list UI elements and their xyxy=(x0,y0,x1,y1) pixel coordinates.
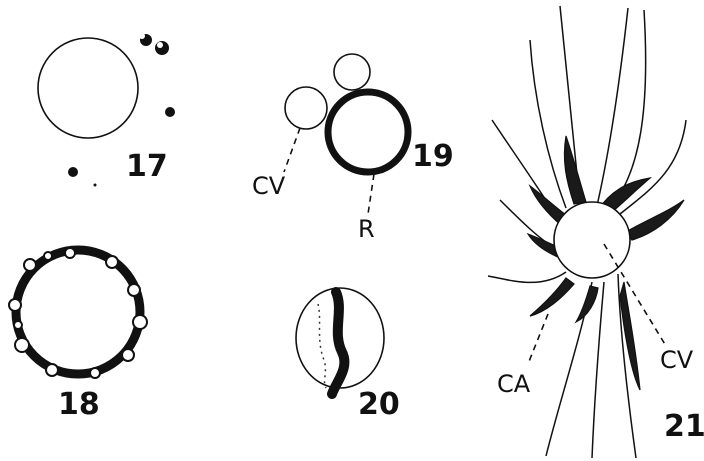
figure-20: 20 xyxy=(296,288,400,422)
figure-19-number: 19 xyxy=(412,139,454,174)
figure-17: 17 xyxy=(38,33,175,187)
label-cv: CV xyxy=(252,172,286,200)
r-pointer xyxy=(368,174,374,214)
ca-pointer xyxy=(528,314,548,364)
figure-19: CV R 19 xyxy=(252,54,454,243)
figure-18: 18 xyxy=(9,248,147,422)
figure-17-number: 17 xyxy=(126,149,168,184)
label-r: R xyxy=(358,215,375,243)
figure-21: CA CV 21 xyxy=(488,6,704,458)
cv-pointer xyxy=(284,128,300,172)
granular-band xyxy=(332,292,344,394)
small-vacuole xyxy=(334,54,370,90)
figure-21-number: 21 xyxy=(664,409,704,444)
figure-18-number: 18 xyxy=(58,387,100,422)
vesicle-outline xyxy=(38,38,138,138)
label-cv-21: CV xyxy=(660,346,694,374)
ring-r xyxy=(328,92,408,172)
stippling xyxy=(318,304,326,388)
figure-20-number: 20 xyxy=(358,387,400,422)
contractile-vacuole xyxy=(285,87,327,129)
label-ca: CA xyxy=(497,370,531,398)
